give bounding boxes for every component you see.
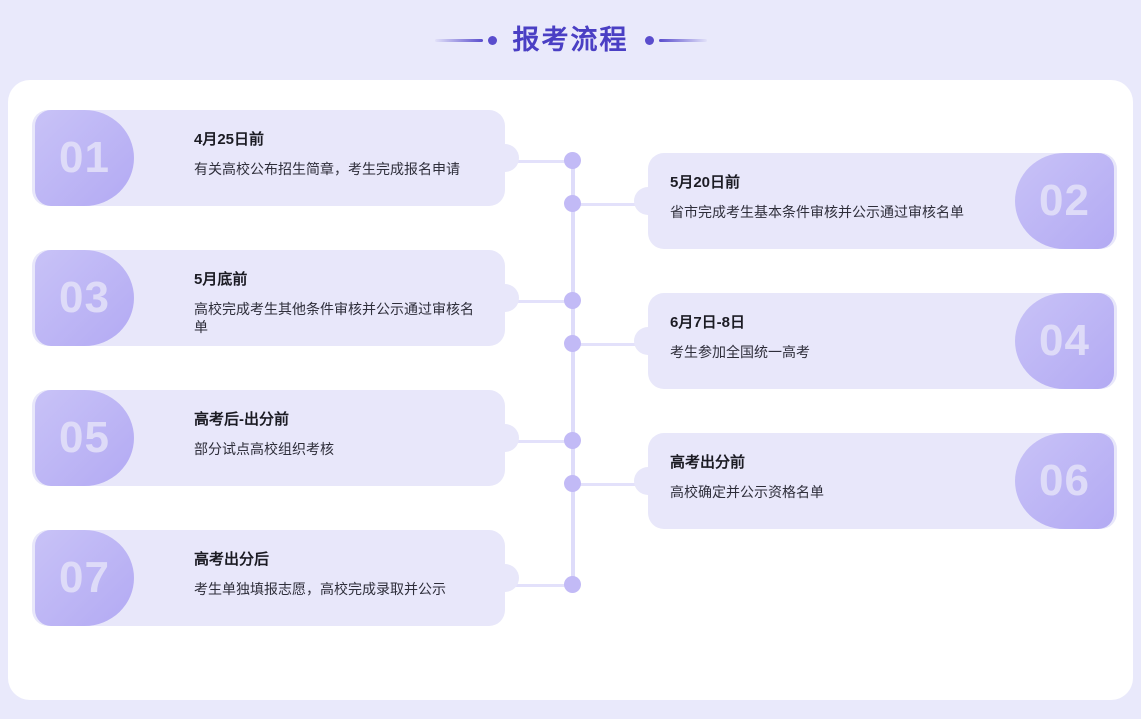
decorative-line-icon [658,38,707,42]
timeline-dot [564,576,581,593]
step-description: 部分试点高校组织考核 [194,441,334,457]
step-content: 6月7日-8日考生参加全国统一高考 [670,314,1007,361]
timeline-dot [564,152,581,169]
title-decoration-left [434,35,497,45]
flow-step-card[interactable]: 01 4月25日前有关高校公布招生简章，考生完成报名申请 [32,110,519,206]
title-decoration-right [644,35,707,45]
step-title: 高考出分前 [670,454,746,471]
decorative-dot-icon [487,35,497,45]
step-content: 高考出分前高校确定并公示资格名单 [670,454,1007,501]
timeline-dot [564,195,581,212]
timeline-dot [564,292,581,309]
step-description: 高校确定并公示资格名单 [670,484,824,500]
step-description: 省市完成考生基本条件审核并公示通过审核名单 [670,204,964,220]
timeline-dot [564,432,581,449]
step-title: 5月20日前 [670,174,741,191]
step-description: 高校完成考生其他条件审核并公示通过审核名单 [194,301,474,336]
step-number-badge: 01 [35,110,134,206]
step-content: 4月25日前有关高校公布招生简章，考生完成报名申请 [194,131,485,178]
card-connector-notch [634,187,662,215]
step-title: 5月底前 [194,271,248,288]
timeline-connector [573,343,641,346]
step-content: 高考出分后考生单独填报志愿，高校完成录取并公示 [194,551,485,598]
step-description: 有关高校公布招生简章，考生完成报名申请 [194,161,460,177]
card-connector-notch [491,144,519,172]
step-number-badge: 02 [1015,153,1114,249]
page-header: 报考流程 [0,0,1141,80]
step-number-badge: 06 [1015,433,1114,529]
step-content: 5月20日前省市完成考生基本条件审核并公示通过审核名单 [670,174,1007,221]
step-content: 5月底前高校完成考生其他条件审核并公示通过审核名单 [194,271,485,336]
timeline-connector [512,584,572,587]
timeline-dot [564,335,581,352]
timeline-spine [571,154,575,579]
flow-step-card[interactable]: 03 5月底前高校完成考生其他条件审核并公示通过审核名单 [32,250,519,346]
card-connector-notch [491,424,519,452]
step-description: 考生单独填报志愿，高校完成录取并公示 [194,581,446,597]
decorative-line-icon [434,38,483,42]
step-title: 高考出分后 [194,551,270,568]
page-title: 报考流程 [512,24,629,55]
card-connector-notch [634,467,662,495]
step-description: 考生参加全国统一高考 [670,344,810,360]
step-content: 高考后-出分前部分试点高校组织考核 [194,411,485,458]
timeline-connector [573,203,641,206]
card-connector-notch [491,564,519,592]
step-title: 高考后-出分前 [194,411,289,428]
timeline-connector [512,440,572,443]
step-title: 6月7日-8日 [670,314,746,331]
step-title: 4月25日前 [194,131,265,148]
flow-step-card[interactable]: 07 高考出分后考生单独填报志愿，高校完成录取并公示 [32,530,519,626]
card-connector-notch [491,284,519,312]
timeline-connector [512,160,572,163]
timeline-dot [564,475,581,492]
step-number-badge: 04 [1015,293,1114,389]
timeline-connector [512,300,572,303]
step-number-badge: 05 [35,390,134,486]
step-number-badge: 07 [35,530,134,626]
card-connector-notch [634,327,662,355]
timeline-connector [573,483,641,486]
decorative-dot-icon [644,35,654,45]
step-number-badge: 03 [35,250,134,346]
flow-step-card[interactable]: 05 高考后-出分前部分试点高校组织考核 [32,390,519,486]
